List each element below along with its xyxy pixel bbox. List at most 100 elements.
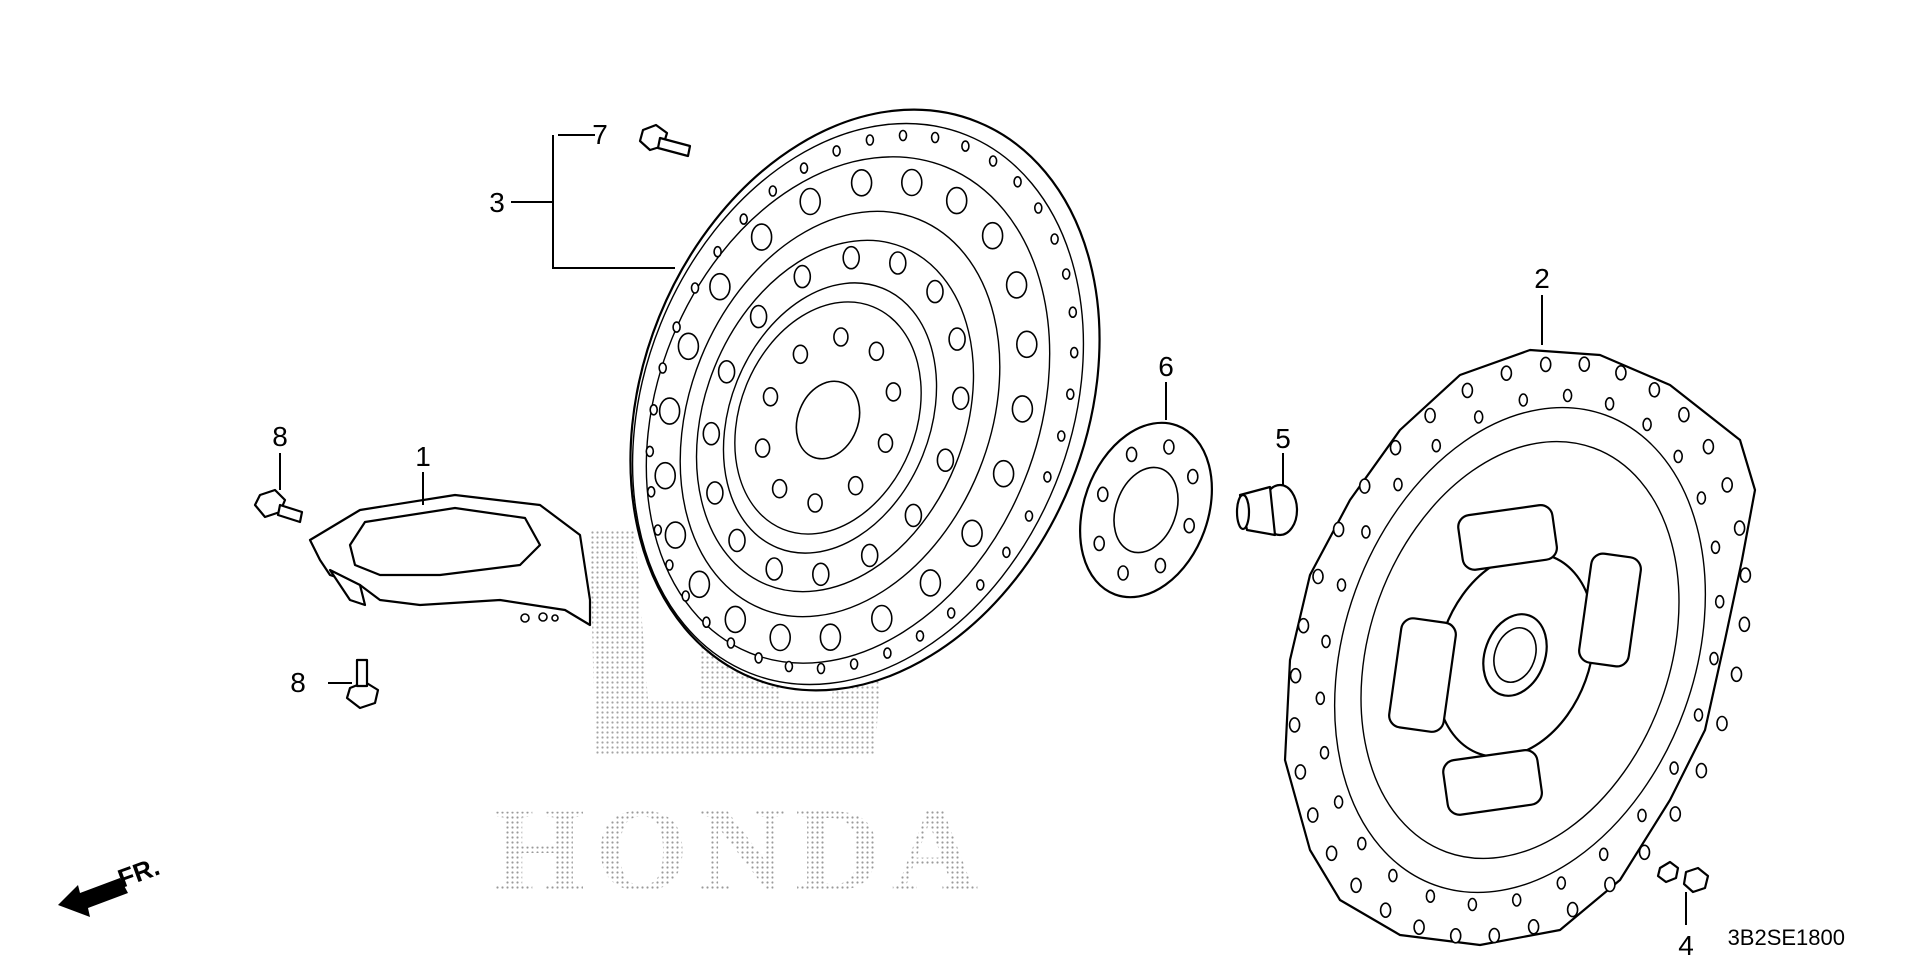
bolt-hole	[1034, 202, 1043, 214]
bolt-hole	[717, 359, 736, 384]
bolt-hole	[728, 528, 746, 553]
bolt-hole	[981, 221, 1004, 250]
bolt-hole	[1562, 388, 1573, 403]
bolt-hole	[961, 519, 983, 548]
bolt-hole	[915, 630, 925, 642]
bolt-hole	[1461, 382, 1474, 399]
bolt-hole	[807, 493, 823, 513]
bolt-hole	[1163, 439, 1175, 455]
bolt-hole	[1500, 365, 1513, 382]
bolt-hole	[1332, 521, 1345, 538]
bolt-hole	[951, 386, 970, 411]
bolt-hole	[1013, 176, 1022, 188]
bolt-hole	[784, 660, 794, 673]
bolt-hole	[1068, 306, 1078, 319]
bolt-hole	[930, 131, 940, 144]
bolt-hole	[702, 616, 711, 629]
bolt-hole	[1024, 510, 1034, 522]
bolt-hole	[1002, 546, 1011, 559]
bolt-hole	[900, 168, 923, 197]
bolt-hole	[1350, 877, 1362, 894]
bolt-hole	[1321, 634, 1331, 649]
bolt-hole	[1154, 557, 1167, 574]
bolt-hole	[847, 475, 864, 496]
bolt-hole	[1097, 486, 1109, 503]
bolt-8-upper	[253, 488, 304, 524]
bolt-hole	[658, 397, 681, 425]
bolt-hole	[1638, 844, 1651, 861]
bolt-hole	[645, 445, 655, 458]
bolt-hole	[1117, 565, 1129, 581]
bolt-hole	[653, 524, 663, 536]
bolt-hole	[649, 403, 659, 416]
bolt-hole	[1315, 691, 1326, 706]
bolt-hole	[1333, 795, 1344, 809]
bolt-hole	[919, 569, 942, 597]
bolt-hole	[1598, 847, 1609, 862]
bolt-hole	[1721, 477, 1733, 493]
bolt-hole	[1361, 525, 1371, 539]
bolt-hole	[665, 559, 674, 571]
bolt-hole	[654, 461, 677, 490]
bolt-hole	[769, 623, 792, 652]
bolt-hole	[1615, 364, 1627, 381]
bolt-hole	[1702, 438, 1715, 455]
bolt-hole	[1093, 535, 1105, 552]
leader-lines	[279, 134, 1687, 925]
front-direction-arrow: FR.	[58, 851, 163, 917]
front-label: FR.	[114, 851, 164, 894]
bolt-hole	[1336, 578, 1347, 592]
flywheel	[629, 108, 1101, 692]
bolt-hole	[888, 251, 907, 275]
bolt-hole	[1289, 667, 1302, 684]
bolt-hole	[988, 155, 998, 167]
bolt-hole	[1695, 762, 1708, 779]
bolt-hole	[799, 187, 822, 216]
callout-8-lower: 8	[290, 667, 306, 698]
clutch-cover-plate	[308, 493, 592, 627]
bolt-hole	[898, 129, 908, 142]
bolt-hole	[1057, 430, 1066, 442]
bolt-hole	[1066, 388, 1075, 401]
bolt-hole	[1005, 271, 1028, 299]
bolt-hole	[749, 304, 768, 329]
diagram-code: 3B2SE1800	[1728, 925, 1845, 950]
bolt-hole	[1011, 395, 1034, 423]
bolt-hole	[690, 282, 700, 294]
bolt-hole	[1358, 478, 1371, 494]
bolt-hole	[1388, 868, 1398, 883]
bolt-hole	[865, 134, 875, 146]
bolt-hole	[904, 503, 923, 528]
bolt-hole	[860, 543, 879, 568]
bolt-hole	[1693, 708, 1704, 722]
bolt-hole	[1518, 393, 1529, 407]
bolt-hole	[1183, 517, 1195, 534]
bolt-hole	[1297, 617, 1310, 634]
callout-1: 1	[415, 441, 431, 472]
bolt-hole	[833, 327, 849, 347]
bolt-hole	[1312, 568, 1324, 585]
bolt-hole	[792, 344, 809, 365]
callout-8-upper: 8	[272, 421, 288, 452]
honda-wordmark: HONDA	[492, 783, 989, 916]
bolt-hole	[1556, 876, 1567, 890]
bolt-hole	[646, 485, 656, 498]
bolt-hole	[1294, 764, 1307, 780]
bolt-hole	[754, 438, 771, 458]
bolt-hole	[1578, 356, 1591, 373]
bolt-hole	[1050, 233, 1059, 245]
bolt-hole	[799, 162, 809, 174]
bolt-hole	[762, 386, 779, 407]
callout-6: 6	[1158, 351, 1174, 382]
bolt-hole	[771, 478, 788, 499]
bolt-hole	[793, 264, 812, 289]
callout-4: 4	[1678, 930, 1694, 960]
bolt-hole	[1716, 715, 1728, 732]
bolt-hole	[739, 213, 749, 225]
bolt-hole	[832, 145, 841, 157]
bolt-hole	[1125, 446, 1138, 463]
bolt-7	[638, 123, 692, 158]
bolt-hole	[819, 623, 842, 652]
bolt-hole	[868, 341, 885, 362]
bolt-hole	[1389, 439, 1402, 456]
